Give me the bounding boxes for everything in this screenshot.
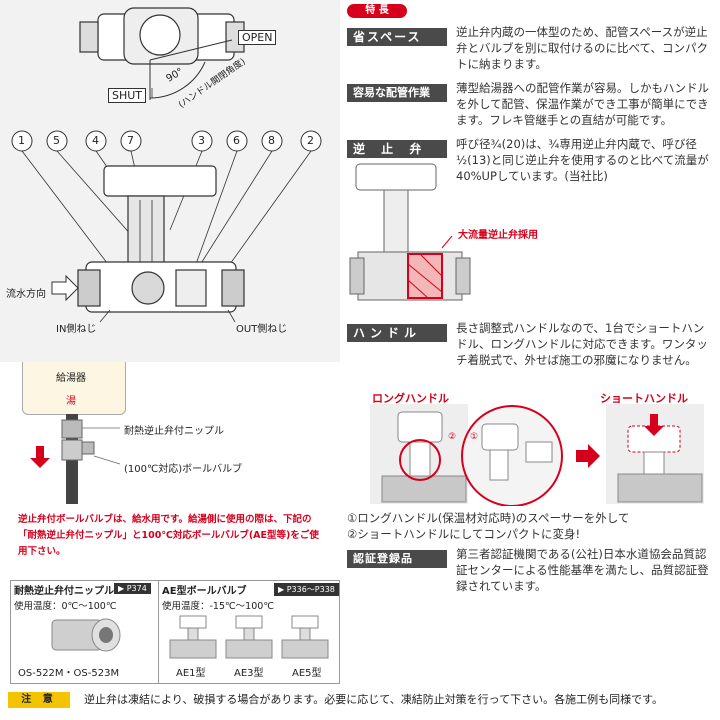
handle-step-2: ②ショートハンドルにしてコンパクトに変身! (347, 527, 581, 541)
ae-page-ref[interactable]: ▶ P336〜P338 (274, 583, 339, 596)
note-label: 注 意 (8, 692, 70, 708)
handle-label: ハンドル (347, 324, 447, 342)
part-number-circles (11, 130, 322, 152)
open-label: OPEN (238, 30, 277, 45)
piping-label: 容易な配管作業 (347, 84, 447, 102)
hot-label: 湯 (66, 396, 76, 407)
ae3-valve-image (225, 615, 273, 659)
valve-diagram-panel: OPEN SHUT 90° (ハンドル開閉角度) 流水方向 IN側ねじ OUT側… (0, 0, 340, 362)
space-text: 逆止弁内蔵の一体型のため、配管スペースが逆止弁とバルブを別に取付けるのに比べて、… (456, 25, 708, 71)
ae-model: AE1型 (176, 668, 206, 679)
handle-step-1: ①ロングハンドル(保温材対応時)のスペーサーを外して (347, 511, 630, 525)
check-valve-label: 逆 止 弁 (347, 140, 447, 158)
ae5-valve-image (281, 615, 329, 659)
arrow-down-icon (30, 446, 50, 468)
cert-text: 第三者認証機関である(公社)日本水道協会品質認証センターによる性能基準を満たし、… (456, 547, 709, 593)
flow-arrow-icon (51, 274, 79, 302)
part-number: 6 (233, 134, 240, 147)
long-handle-label: ロングハンドル (372, 392, 449, 405)
ae1-valve-image (169, 615, 217, 659)
nipple-models: OS-522M・OS-523M (18, 668, 120, 679)
piping-text: 薄型給湯器への配管作業が容易。しかもハンドルを外して配管、保温作業ができ工事が簡… (456, 81, 709, 127)
check-valve-text: 呼び径¾(20)は、¾専用逆止弁内蔵で、呼び径½(13)と同じ逆止弁を使用するの… (456, 137, 709, 183)
install-pipe-illustration (30, 414, 121, 504)
nipple-title: 耐熱逆止弁付ニップル (14, 586, 114, 597)
part-number: 7 (127, 134, 134, 147)
flow-direction-label: 流水方向 (6, 289, 46, 300)
ae-model: AE3型 (234, 668, 264, 679)
nipple-temp: 使用温度：0℃〜100℃ (14, 601, 117, 612)
ball-valve-label: (100℃対応)ボールバルブ (124, 464, 243, 475)
part-number: 5 (53, 134, 60, 147)
cert-label: 認証登録品 (347, 550, 447, 568)
handle-step-mark-1: ① (470, 432, 479, 442)
space-label: 省スペース (347, 28, 447, 46)
note-text: 逆止弁は凍結により、破損する場合があります。必要に応じて、凍結防止対策を行って下… (84, 693, 664, 706)
ae-title: AE型ボールバルブ (162, 586, 247, 597)
shut-label: SHUT (108, 88, 147, 103)
nipple-label: 耐熱逆止弁付ニップル (124, 426, 224, 437)
ae-model: AE5型 (292, 668, 322, 679)
handle-step-mark-2: ② (448, 432, 457, 442)
part-number: 2 (307, 134, 314, 147)
heater-label: 給湯器 (56, 373, 86, 384)
handle-text: 長さ調整式ハンドルなので、1台でショートハンドル、ロングハンドルに対応できます。… (456, 321, 708, 367)
ae-temp: 使用温度：-15℃〜100℃ (162, 601, 274, 612)
top-view-valve (79, 7, 245, 65)
check-valve-callout: 大流量逆止弁採用 (458, 230, 538, 241)
nipple-page-ref[interactable]: ▶ P374 (114, 583, 151, 594)
arrow-right-icon (576, 444, 600, 468)
valve-cross-section (11, 7, 322, 323)
in-thread-label: IN側ねじ (56, 324, 97, 335)
part-number: 3 (198, 134, 205, 147)
install-warning: 逆止弁付ボールバルブは、給水用です。給湯側に使用の際は、下記の「耐熱逆止弁付ニッ… (18, 514, 319, 557)
valve-body-section (77, 165, 245, 313)
short-handle-label: ショートハンドル (600, 392, 688, 405)
handle-comparison-illustration (370, 404, 704, 506)
arrow-down-icon (644, 414, 664, 436)
water-heater-box (22, 362, 126, 415)
check-valve-illustration (349, 163, 471, 301)
out-thread-label: OUT側ねじ (236, 324, 288, 335)
ae-product-images (169, 615, 329, 659)
feature-badge: 特 長 (347, 4, 407, 18)
angle-arc (149, 61, 206, 99)
part-number: 8 (268, 134, 275, 147)
part-number: 4 (92, 134, 99, 147)
nipple-product-image (51, 618, 121, 652)
part-number: 1 (18, 134, 25, 147)
